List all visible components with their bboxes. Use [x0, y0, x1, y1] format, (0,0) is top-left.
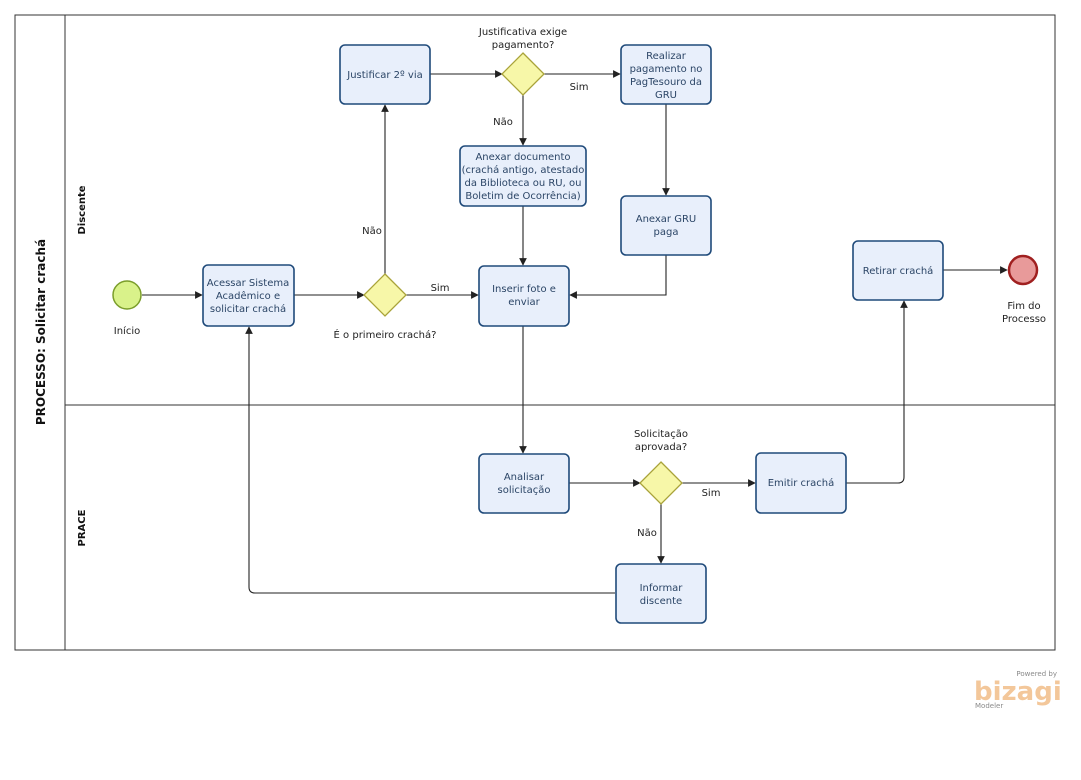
- logo-powered-by: Powered by: [1016, 670, 1057, 678]
- label-nao-justificativa: Não: [493, 117, 513, 128]
- svg-text:Acessar Sistema: Acessar Sistema: [207, 278, 289, 289]
- label-nao-primeiro: Não: [362, 226, 382, 237]
- task-realizar-pagamento[interactable]: Realizar pagamento no PagTesouro da GRU: [620, 44, 712, 105]
- svg-text:enviar: enviar: [508, 297, 540, 308]
- label-sim-primeiro: Sim: [431, 283, 450, 294]
- svg-text:da Biblioteca ou RU, ou: da Biblioteca ou RU, ou: [465, 178, 582, 189]
- svg-text:Acadêmico e: Acadêmico e: [216, 290, 280, 302]
- svg-text:Emitir crachá: Emitir crachá: [768, 477, 835, 489]
- pool: PROCESSO: Solicitar crachá Discente PRAC…: [14, 14, 1056, 651]
- svg-text:Analisar: Analisar: [504, 472, 545, 483]
- svg-text:solicitação: solicitação: [498, 485, 551, 496]
- svg-text:Realizar: Realizar: [646, 51, 687, 62]
- start-event[interactable]: Início: [112, 280, 142, 337]
- gateway-primeiro-cracha[interactable]: É o primeiro crachá?: [334, 273, 437, 341]
- task-informar-discente[interactable]: Informar discente: [615, 563, 707, 624]
- end-event[interactable]: Fim do Processo: [1002, 254, 1046, 325]
- svg-text:Anexar documento: Anexar documento: [475, 152, 570, 163]
- end-event-label-line2: Processo: [1002, 314, 1046, 325]
- svg-text:Retirar crachá: Retirar crachá: [863, 265, 934, 277]
- gateway-justificativa-pagamento[interactable]: Justificativa exige pagamento?: [478, 27, 567, 96]
- svg-text:Anexar GRU: Anexar GRU: [636, 214, 697, 225]
- label-sim-aprovada: Sim: [702, 488, 721, 499]
- task-acessar-sistema[interactable]: Acessar Sistema Acadêmico e solicitar cr…: [202, 264, 295, 327]
- logo-product: Modeler: [975, 702, 1003, 710]
- task-emitir-cracha[interactable]: Emitir crachá: [755, 452, 847, 514]
- label-nao-aprovada: Não: [637, 528, 657, 539]
- gateway-justificativa-label-line1: Justificativa exige: [478, 27, 567, 38]
- task-anexar-documento[interactable]: Anexar documento (crachá antigo, atestad…: [459, 145, 587, 207]
- svg-text:PagTesouro da: PagTesouro da: [630, 77, 702, 88]
- svg-text:(crachá antigo, atestado: (crachá antigo, atestado: [462, 164, 585, 176]
- svg-text:Justificar 2º via: Justificar 2º via: [346, 70, 423, 81]
- end-event-label-line1: Fim do: [1007, 301, 1040, 312]
- svg-text:solicitar crachá: solicitar crachá: [210, 303, 286, 315]
- flow-anexar-gru-to-inserir: [569, 255, 667, 299]
- svg-text:Informar: Informar: [640, 583, 684, 594]
- svg-text:Boletim de Ocorrência): Boletim de Ocorrência): [465, 190, 580, 202]
- svg-text:pagamento no: pagamento no: [630, 64, 703, 75]
- gateway-aprovada-label-line1: Solicitação: [634, 429, 688, 440]
- gateway-aprovada-label-line2: aprovada?: [635, 442, 687, 453]
- flow-labels: Sim Não Sim Não Sim Não: [362, 82, 720, 539]
- flow-emitir-to-retirar: [846, 300, 908, 484]
- task-retirar-cracha[interactable]: Retirar crachá: [852, 240, 944, 301]
- task-inserir-foto[interactable]: Inserir foto e enviar: [478, 265, 570, 327]
- svg-text:Inserir foto e: Inserir foto e: [492, 284, 556, 295]
- flow-informar-to-acessar: [245, 326, 615, 594]
- logo-brand: bizagi: [974, 677, 1062, 707]
- task-justificar-2-via[interactable]: Justificar 2º via: [339, 44, 431, 105]
- gateway-primeiro-label: É o primeiro crachá?: [334, 328, 437, 341]
- svg-text:paga: paga: [654, 227, 679, 238]
- pool-title: PROCESSO: Solicitar crachá: [34, 239, 48, 425]
- task-anexar-gru[interactable]: Anexar GRU paga: [620, 195, 712, 256]
- gateway-justificativa-label-line2: pagamento?: [492, 40, 555, 51]
- label-sim-justificativa: Sim: [570, 82, 589, 93]
- sequence-flows: [142, 70, 1008, 594]
- gateway-solicitacao-aprovada[interactable]: Solicitação aprovada?: [634, 429, 688, 505]
- task-analisar-solicitacao[interactable]: Analisar solicitação: [478, 453, 570, 514]
- bizagi-logo: Powered by bizagi Modeler: [974, 670, 1062, 710]
- lane-label-prace: PRACE: [77, 509, 88, 546]
- lane-label-discente: Discente: [77, 185, 88, 234]
- svg-text:discente: discente: [640, 596, 682, 607]
- svg-text:GRU: GRU: [655, 90, 677, 101]
- start-event-label: Início: [114, 325, 140, 337]
